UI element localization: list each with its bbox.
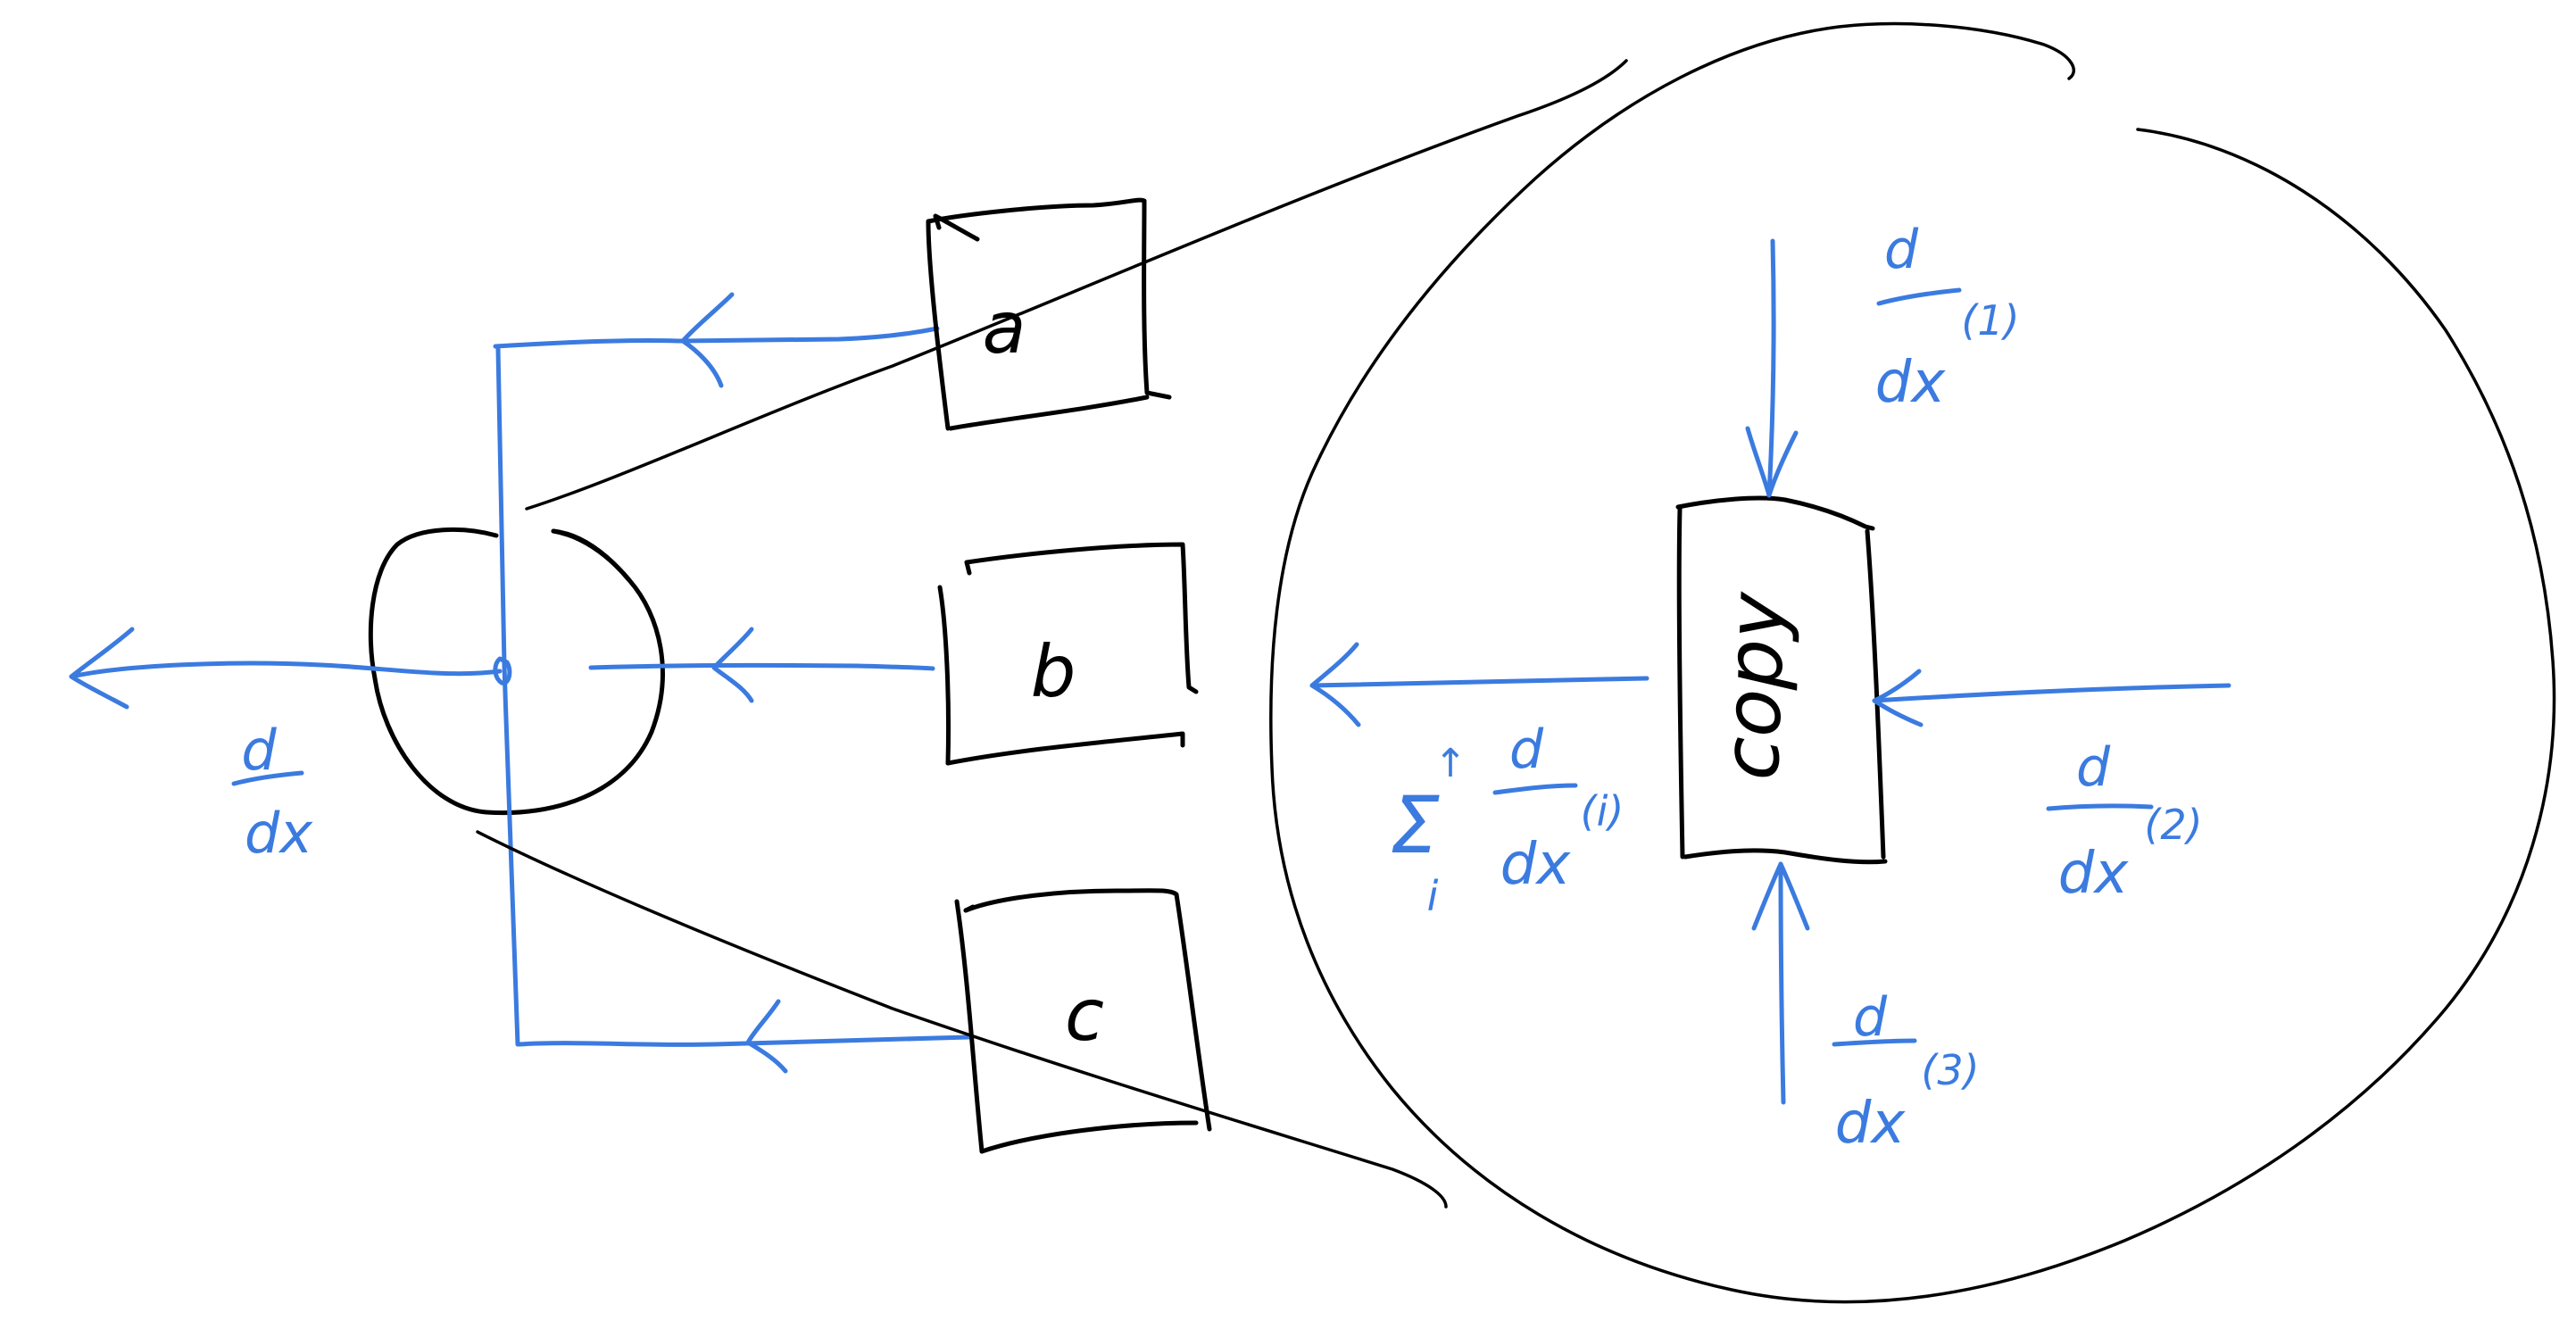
grad-sum-lower: i: [1427, 872, 1439, 920]
grad-3-sup: (3): [1921, 1046, 1979, 1094]
arrowhead-middle: [711, 627, 754, 703]
cone-bottom-line: [476, 830, 1448, 1209]
copy-input-1-arrowhead: [1745, 426, 1799, 498]
arrowhead-top: [680, 292, 735, 388]
grad-sum-den: dx: [1500, 832, 1572, 898]
label-grad-3: d dx (3): [1832, 986, 1980, 1157]
node-b-label: b: [1031, 630, 1076, 713]
cone-top-line: [525, 59, 1628, 511]
copy-box-label: copy: [1704, 589, 1802, 782]
output-grad-num: d: [241, 718, 277, 783]
node-c: c: [954, 888, 1212, 1154]
grad-2-num: d: [2076, 736, 2111, 799]
grad-sum-sigma: Σ: [1390, 779, 1440, 871]
zoom-cone: [476, 59, 1628, 1209]
node-c-label: c: [1065, 974, 1104, 1057]
label-grad-sum: Σ ↑ i d dx (i): [1390, 719, 1624, 920]
grad-3-den: dx: [1835, 1091, 1907, 1157]
label-grad-2: d dx (2): [2046, 736, 2203, 907]
arrowhead-bottom: [745, 999, 788, 1074]
bus-vertical-line: [495, 345, 520, 1047]
grad-1-den: dx: [1875, 350, 1947, 416]
zoom-circle: [1269, 21, 2556, 1304]
grad-1-sup: (1): [1961, 296, 2019, 345]
grad-3-num: d: [1853, 986, 1888, 1049]
arrowhead-output: [69, 627, 135, 710]
node-a: a: [926, 197, 1172, 431]
copy-input-1-line: [1766, 238, 1776, 498]
junction-dot: [493, 656, 512, 685]
grad-sum-sup: (i): [1581, 787, 1625, 835]
grad-2-den: dx: [2058, 841, 2130, 907]
copy-gradients: [1309, 238, 2231, 1105]
copy-input-3-arrowhead: [1751, 861, 1810, 931]
node-b: b: [937, 542, 1199, 766]
copy-box: copy: [1675, 495, 1888, 865]
label-grad-1: d dx (1): [1875, 219, 2020, 416]
copy-input-2-arrowhead: [1872, 669, 1924, 727]
copy-input-3-line: [1778, 861, 1786, 1105]
bus-bottom-line: [517, 1034, 971, 1047]
grad-sum-upper: ↑: [1434, 741, 1467, 786]
label-output-gradient: d dx: [231, 718, 313, 866]
grad-1-num: d: [1884, 219, 1919, 281]
copy-output-arrowhead: [1309, 642, 1361, 727]
gradient-bus: [69, 292, 971, 1074]
bus-middle-line: [588, 662, 935, 671]
bus-top-line: [493, 326, 940, 349]
copy-input-2-line: [1872, 683, 2231, 703]
output-line: [69, 660, 503, 679]
sum-node-circle: [368, 528, 665, 816]
copy-output-line: [1309, 676, 1649, 688]
grad-sum-num: d: [1509, 719, 1544, 781]
output-grad-den: dx: [245, 801, 313, 866]
grad-2-sup: (2): [2144, 801, 2202, 849]
